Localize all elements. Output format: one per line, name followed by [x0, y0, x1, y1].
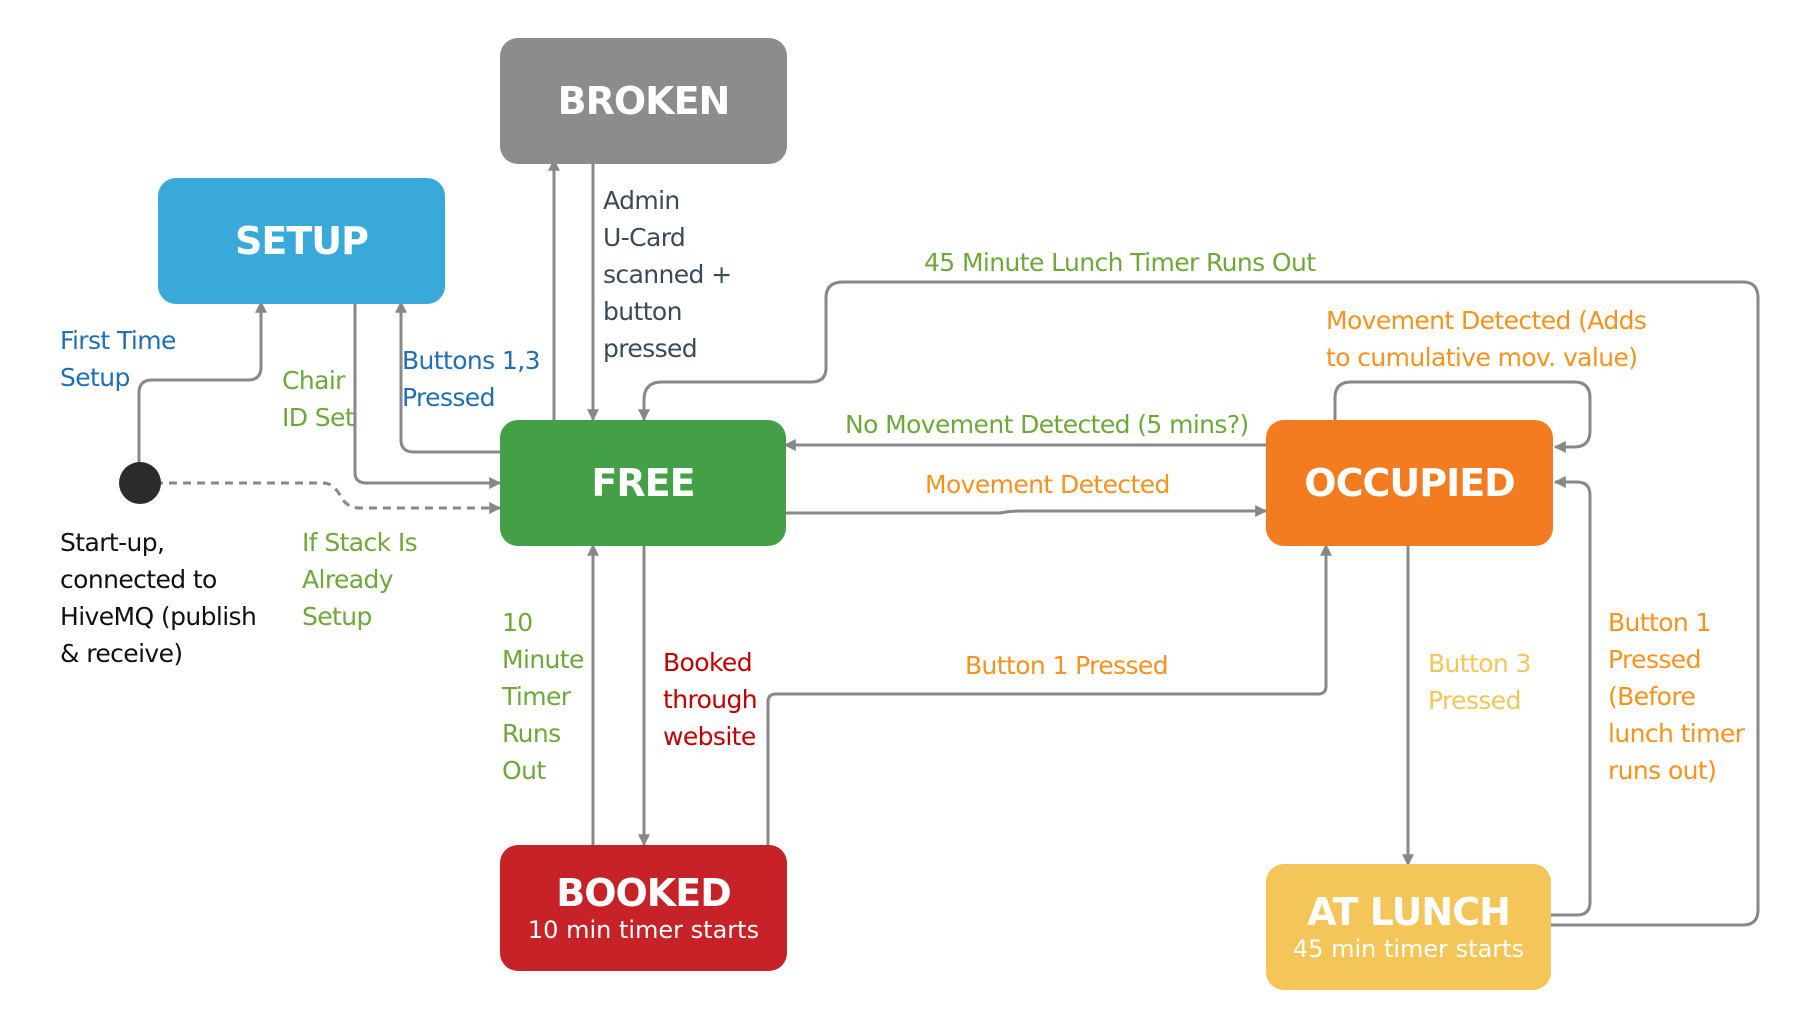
label-startup-line: connected to [60, 565, 217, 594]
state-booked-subtitle: 10 min timer starts [527, 916, 760, 944]
label-button1-before-lunch: Button 1 Pressed (Before lunch timer runs ou… [1608, 604, 1745, 789]
label-admin-ucard-line: button [603, 297, 682, 326]
label-chair-id-set-line: Chair [282, 366, 345, 395]
label-button1-before-lunch-line: runs out) [1608, 756, 1717, 785]
label-startup: Start-up, connected to HiveMQ (publish & re… [60, 524, 257, 672]
label-movement-adds-line: to cumulative mov. value) [1326, 343, 1638, 372]
arrow-lunch-to-occupied [1550, 476, 1592, 917]
label-movement-detected: Movement Detected [925, 466, 1170, 503]
state-at-lunch: AT LUNCH 45 min timer starts [1266, 864, 1551, 990]
label-startup-line: HiveMQ (publish [60, 602, 257, 631]
label-buttons-1-3-pressed-line: Buttons 1,3 [402, 346, 540, 375]
label-button3-pressed: Button 3 Pressed [1428, 645, 1531, 719]
state-occupied: OCCUPIED [1266, 420, 1553, 546]
label-ten-minute-timer-line: 10 [502, 608, 533, 637]
label-admin-ucard-line: Admin [603, 186, 680, 215]
label-if-stack-already-setup-line: Setup [302, 602, 372, 631]
arrow-lunch-to-free [638, 280, 1760, 927]
label-no-movement-line: No Movement Detected (5 mins?) [845, 410, 1249, 439]
label-button3-pressed-line: Button 3 [1428, 649, 1531, 678]
label-booked-through-website-line: Booked [663, 648, 753, 677]
arrow-occupied-self-loop [1333, 380, 1592, 453]
label-first-time-setup-line: First Time [60, 326, 176, 355]
label-chair-id-set-line: ID Set [282, 403, 355, 432]
arrow-booked-to-occupied [766, 543, 1332, 845]
state-booked-title: BOOKED [556, 871, 732, 915]
label-booked-through-website-line: website [663, 722, 756, 751]
arrow-start-to-free-dashed [155, 481, 502, 514]
state-booked: BOOKED 10 min timer starts [500, 845, 787, 971]
label-startup-line: & receive) [60, 639, 183, 668]
arrow-free-to-occupied [785, 505, 1268, 517]
arrow-free-to-setup [395, 300, 500, 454]
state-at-lunch-subtitle: 45 min timer starts [1292, 935, 1525, 963]
arrow-setup-to-free [353, 302, 502, 489]
state-free: FREE [500, 420, 786, 546]
label-if-stack-already-setup-line: Already [302, 565, 394, 594]
label-button1-pressed-line: Button 1 Pressed [965, 651, 1169, 680]
state-setup-title: SETUP [235, 219, 369, 263]
arrow-start-to-setup [137, 300, 267, 468]
label-ten-minute-timer-line: Minute [502, 645, 584, 674]
label-booked-through-website-line: through [663, 685, 758, 714]
label-admin-ucard-line: U-Card [603, 223, 686, 252]
start-node-dot [119, 462, 161, 504]
label-button1-before-lunch-line: Button 1 [1608, 608, 1711, 637]
label-button1-before-lunch-line: (Before [1608, 682, 1696, 711]
label-no-movement: No Movement Detected (5 mins?) [845, 406, 1249, 443]
label-admin-ucard-line: scanned + [603, 260, 732, 289]
label-admin-ucard-line: pressed [603, 334, 698, 363]
label-movement-detected-line: Movement Detected [925, 470, 1170, 499]
label-if-stack-already-setup-line: If Stack Is [302, 528, 418, 557]
state-broken-title: BROKEN [557, 79, 731, 123]
label-movement-adds-line: Movement Detected (Adds [1326, 306, 1647, 335]
label-button3-pressed-line: Pressed [1428, 686, 1521, 715]
label-movement-adds: Movement Detected (Adds to cumulative mov… [1326, 302, 1647, 376]
label-lunch-timer-runs-out: 45 Minute Lunch Timer Runs Out [924, 244, 1316, 281]
label-ten-minute-timer-line: Runs [502, 719, 561, 748]
state-occupied-title: OCCUPIED [1304, 461, 1515, 505]
state-free-title: FREE [591, 461, 695, 505]
label-ten-minute-timer-line: Timer [502, 682, 571, 711]
label-booked-through-website: Booked through website [663, 644, 758, 755]
label-first-time-setup-line: Setup [60, 363, 130, 392]
label-chair-id-set: Chair ID Set [282, 362, 355, 436]
label-button1-pressed: Button 1 Pressed [965, 647, 1169, 684]
label-buttons-1-3-pressed-line: Pressed [402, 383, 495, 412]
label-ten-minute-timer-line: Out [502, 756, 546, 785]
state-setup: SETUP [158, 178, 445, 304]
label-lunch-timer-runs-out-line: 45 Minute Lunch Timer Runs Out [924, 248, 1316, 277]
label-button1-before-lunch-line: lunch timer [1608, 719, 1745, 748]
state-at-lunch-title: AT LUNCH [1307, 890, 1511, 934]
label-button1-before-lunch-line: Pressed [1608, 645, 1701, 674]
label-startup-line: Start-up, [60, 528, 165, 557]
state-broken: BROKEN [500, 38, 787, 164]
